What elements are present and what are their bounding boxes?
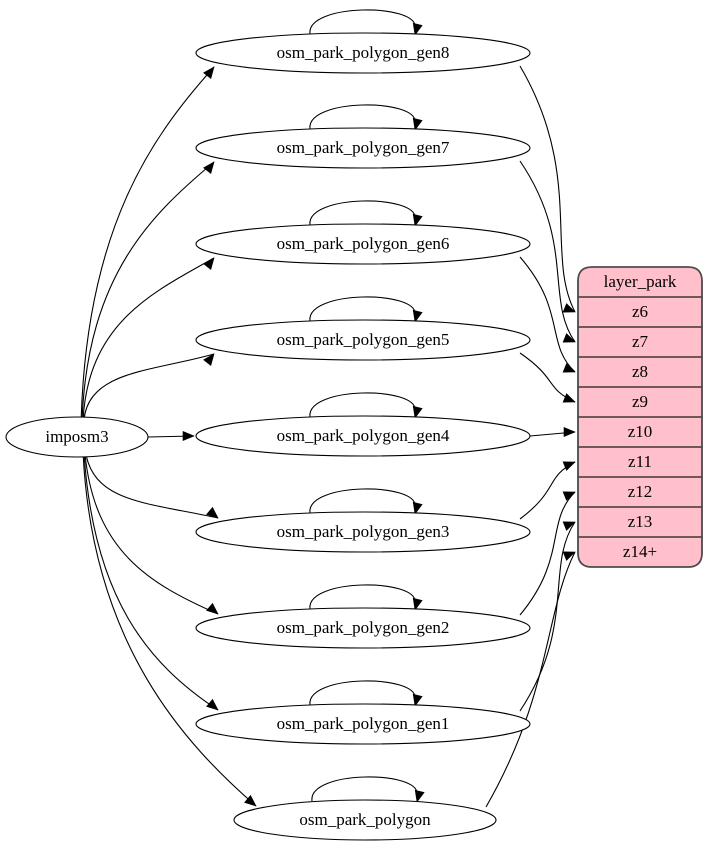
arrowhead-imposm3-to-gen6 [203,257,215,271]
arrowhead-self-loop-gen1 [412,693,423,707]
table-row-z7[interactable]: z7 [632,332,649,351]
arrowhead-gen1-to-z13 [562,521,576,531]
node-gen5[interactable]: osm_park_polygon_gen5 [195,319,531,361]
edge-imposm3-to-gen7 [81,161,215,420]
edge-imposm3-to-gen5 [83,353,215,420]
node-imposm3-shape [5,416,149,458]
self-loop-gen2 [309,584,416,610]
node-gen8[interactable]: osm_park_polygon_gen8 [195,32,531,74]
arrowhead-imposm3-to-gen1 [206,698,219,711]
arrowhead-self-loop-gen5 [412,309,423,323]
node-gen7-label: osm_park_polygon_gen7 [277,138,450,157]
node-gen4[interactable]: osm_park_polygon_gen4 [195,415,531,457]
self-loop-gen8 [309,9,416,35]
edge-imposm3-to-gen8 [80,66,215,420]
node-gen1-shape [195,703,531,745]
self-loop-base [311,776,418,802]
node-gen5-label: osm_park_polygon_gen5 [277,330,450,349]
table-row-z9[interactable]: z9 [632,392,648,411]
arrowhead-self-loop-gen4 [412,405,423,419]
node-gen3-label: osm_park_polygon_gen3 [277,522,450,541]
table-row-z6[interactable]: z6 [632,302,648,321]
table-row-z11[interactable]: z11 [628,452,652,471]
edge-imposm3-to-gen1 [83,454,219,711]
table-outline [577,266,703,568]
node-base[interactable]: osm_park_polygon [233,799,497,841]
self-loops-layer [309,9,425,803]
self-loop-gen3 [309,488,416,514]
edge-imposm3-to-gen6 [82,257,215,420]
arrowhead-imposm3-to-gen2 [206,602,219,615]
self-loop-gen1 [309,680,416,706]
table-row-z12[interactable]: z12 [628,482,653,501]
arrowhead-gen8-to-z6 [562,303,576,313]
table-header-label: layer_park [604,272,677,291]
node-gen4-label: osm_park_polygon_gen4 [277,426,450,445]
arrowhead-imposm3-to-gen4 [182,430,195,442]
arrowhead-gen7-to-z7 [562,333,576,343]
arrowhead-gen6-to-z8 [562,363,576,373]
arrowhead-self-loop-gen2 [412,597,423,611]
arrowhead-self-loop-gen3 [412,501,423,515]
node-gen2-label: osm_park_polygon_gen2 [277,618,450,637]
node-gen8-shape [195,32,531,74]
arrowhead-base-to-z14+ [562,551,576,561]
arrowhead-imposm3-to-base [244,794,257,807]
arrowhead-self-loop-gen8 [412,22,423,36]
layer-park-table: layer_park z6 z7 z8 z9 z10 z11 z12 z13 z14+ [577,266,703,568]
table-row-z10[interactable]: z10 [628,422,653,441]
node-gen2-shape [195,607,531,649]
node-gen4-shape [195,415,531,457]
arrowhead-self-loop-base [414,789,425,803]
node-gen6-label: osm_park_polygon_gen6 [277,234,450,253]
node-imposm3[interactable]: imposm3 [5,416,149,458]
edge-imposm3-to-gen2 [84,454,219,615]
arrowhead-imposm3-to-gen5 [203,353,215,367]
node-gen3[interactable]: osm_park_polygon_gen3 [195,511,531,553]
nodes-layer: imposm3 osm_park_polygon_gen8 osm_park_pol… [5,32,531,841]
node-gen7-shape [195,127,531,169]
edge-gen7-to-z7 [519,160,576,343]
table-row-z8[interactable]: z8 [632,362,648,381]
edge-gen1-to-z13 [519,521,576,712]
arrowhead-imposm3-to-gen7 [203,161,215,175]
edge-gen6-to-z8 [519,256,576,373]
table-layer-park[interactable]: layer_park z6 z7 z8 z9 z10 z11 z12 z13 z14+ [577,266,703,568]
node-gen1-label: osm_park_polygon_gen1 [277,714,450,733]
self-loop-gen4 [309,392,416,418]
edge-gen2-to-z12 [519,491,576,616]
node-gen2[interactable]: osm_park_polygon_gen2 [195,607,531,649]
arrowhead-imposm3-to-gen8 [203,66,215,80]
self-loop-gen7 [309,104,416,130]
table-row-z13[interactable]: z13 [628,512,653,531]
edge-imposm3-to-base [82,454,257,807]
edge-gen8-to-z6 [519,65,576,313]
table-row-z14+[interactable]: z14+ [623,542,657,561]
node-gen7[interactable]: osm_park_polygon_gen7 [195,127,531,169]
node-gen6[interactable]: osm_park_polygon_gen6 [195,223,531,265]
self-loop-gen6 [309,200,416,226]
arrowhead-self-loop-gen6 [412,213,423,227]
node-gen5-shape [195,319,531,361]
arrowhead-self-loop-gen7 [412,117,423,131]
edge-base-to-z14+ [485,551,576,808]
edges-layer [80,65,576,808]
node-base-shape [233,799,497,841]
node-imposm3-label: imposm3 [45,427,108,446]
self-loop-gen5 [309,296,416,322]
node-gen6-shape [195,223,531,265]
node-base-label: osm_park_polygon [299,810,431,829]
node-gen3-shape [195,511,531,553]
arrowhead-imposm3-to-gen3 [206,506,219,519]
node-gen8-label: osm_park_polygon_gen8 [277,43,450,62]
arrowhead-gen5-to-z9 [562,393,576,403]
arrowhead-gen2-to-z12 [562,491,576,501]
arrowhead-gen3-to-z11 [562,461,576,471]
node-gen1[interactable]: osm_park_polygon_gen1 [195,703,531,745]
edge-imposm3-to-gen3 [85,454,219,519]
arrowhead-gen4-to-z10 [563,426,576,438]
